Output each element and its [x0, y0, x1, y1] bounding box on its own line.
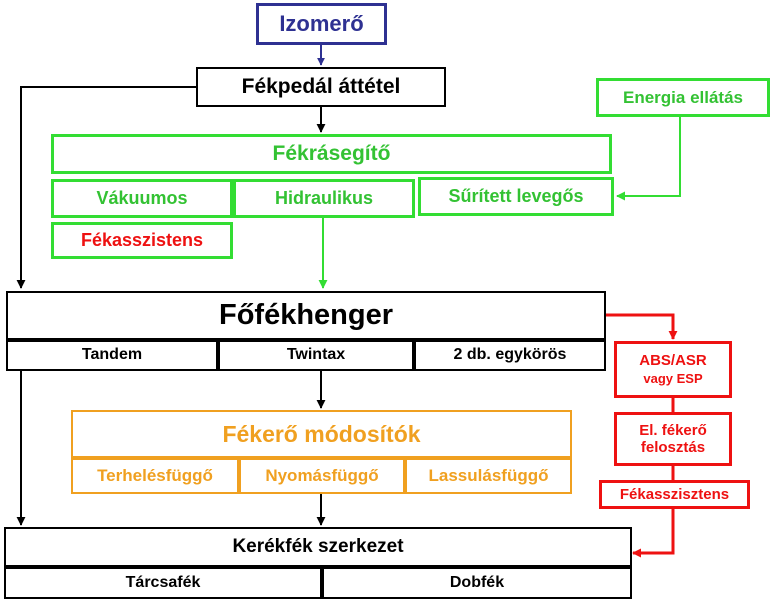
- twintax-label: Twintax: [286, 346, 346, 364]
- egykoros-box: 2 db. egykörös: [414, 340, 606, 371]
- egykoros-label: 2 db. egykörös: [453, 346, 567, 364]
- vagyesp-label: vagy ESP: [643, 371, 703, 387]
- fekasszisztens-red-label: Fékasszisztens: [619, 485, 730, 503]
- fekpedal-box: Fékpedál áttétel: [196, 67, 446, 107]
- energia-box: Energia ellátás: [596, 78, 770, 117]
- fekeromodositok-box: Fékerő módosítók: [71, 410, 572, 458]
- fekrasegito-box: Fékrásegítő: [51, 134, 612, 174]
- elfekero-label-2: felosztás: [640, 439, 706, 456]
- terhelesfuggo-box: Terhelésfüggő: [71, 458, 239, 494]
- izomero-box: Izomerő: [256, 3, 387, 45]
- nyomasfuggo-box: Nyomásfüggő: [239, 458, 405, 494]
- izomero-label: Izomerő: [279, 11, 364, 37]
- absasr-box: ABS/ASR vagy ESP: [614, 341, 732, 398]
- energia-label: Energia ellátás: [622, 87, 743, 107]
- fekrasegito-label: Fékrásegítő: [272, 141, 391, 165]
- hidraulikus-label: Hidraulikus: [274, 188, 374, 209]
- suritett-label: Sűrített levegős: [448, 186, 584, 207]
- fekeromodositok-label: Fékerő módosítók: [222, 420, 421, 447]
- dobfek-box: Dobfék: [322, 567, 632, 599]
- fekasszistens-green-box: Fékasszistens: [51, 222, 233, 259]
- tandem-box: Tandem: [6, 340, 218, 371]
- terhelesfuggo-label: Terhelésfüggő: [97, 466, 213, 486]
- dobfek-label: Dobfék: [449, 573, 505, 591]
- fekpedal-label: Fékpedál áttétel: [241, 74, 401, 98]
- fofekhenger-box: Főfékhenger: [6, 291, 606, 340]
- arrow-fofekhenger-to-absasr: [598, 313, 678, 340]
- elfekero-box: El. fékerő felosztás: [614, 412, 732, 466]
- kerekfek-label: Kerékfék szerkezet: [232, 536, 404, 558]
- kerekfek-box: Kerékfék szerkezet: [4, 527, 632, 567]
- hidraulikus-box: Hidraulikus: [233, 179, 415, 218]
- suritett-box: Sűrített levegős: [418, 177, 614, 216]
- tarcsafek-box: Tárcsafék: [4, 567, 322, 599]
- nyomasfuggo-label: Nyomásfüggő: [265, 466, 379, 486]
- absasr-label: ABS/ASR: [639, 351, 707, 369]
- lassulasfuggo-label: Lassulásfüggő: [428, 466, 549, 486]
- tarcsafek-label: Tárcsafék: [125, 573, 201, 591]
- elfekero-label-1: El. fékerő: [639, 421, 707, 439]
- fofekhenger-label: Főfékhenger: [218, 298, 394, 331]
- arrow-fekpedal-to-fofekhenger: [16, 86, 196, 289]
- arrow-fekasszisztens-to-kerekfek: [632, 509, 675, 558]
- twintax-box: Twintax: [218, 340, 414, 371]
- tandem-label: Tandem: [81, 346, 143, 364]
- fekasszisztens-red-box: Fékasszisztens: [599, 480, 750, 509]
- arrow-energia-to-suritett: [616, 117, 681, 201]
- vakuumos-box: Vákuumos: [51, 179, 233, 218]
- lassulasfuggo-box: Lassulásfüggő: [405, 458, 572, 494]
- fekasszistens-green-label: Fékasszistens: [80, 230, 204, 251]
- vakuumos-label: Vákuumos: [96, 188, 188, 209]
